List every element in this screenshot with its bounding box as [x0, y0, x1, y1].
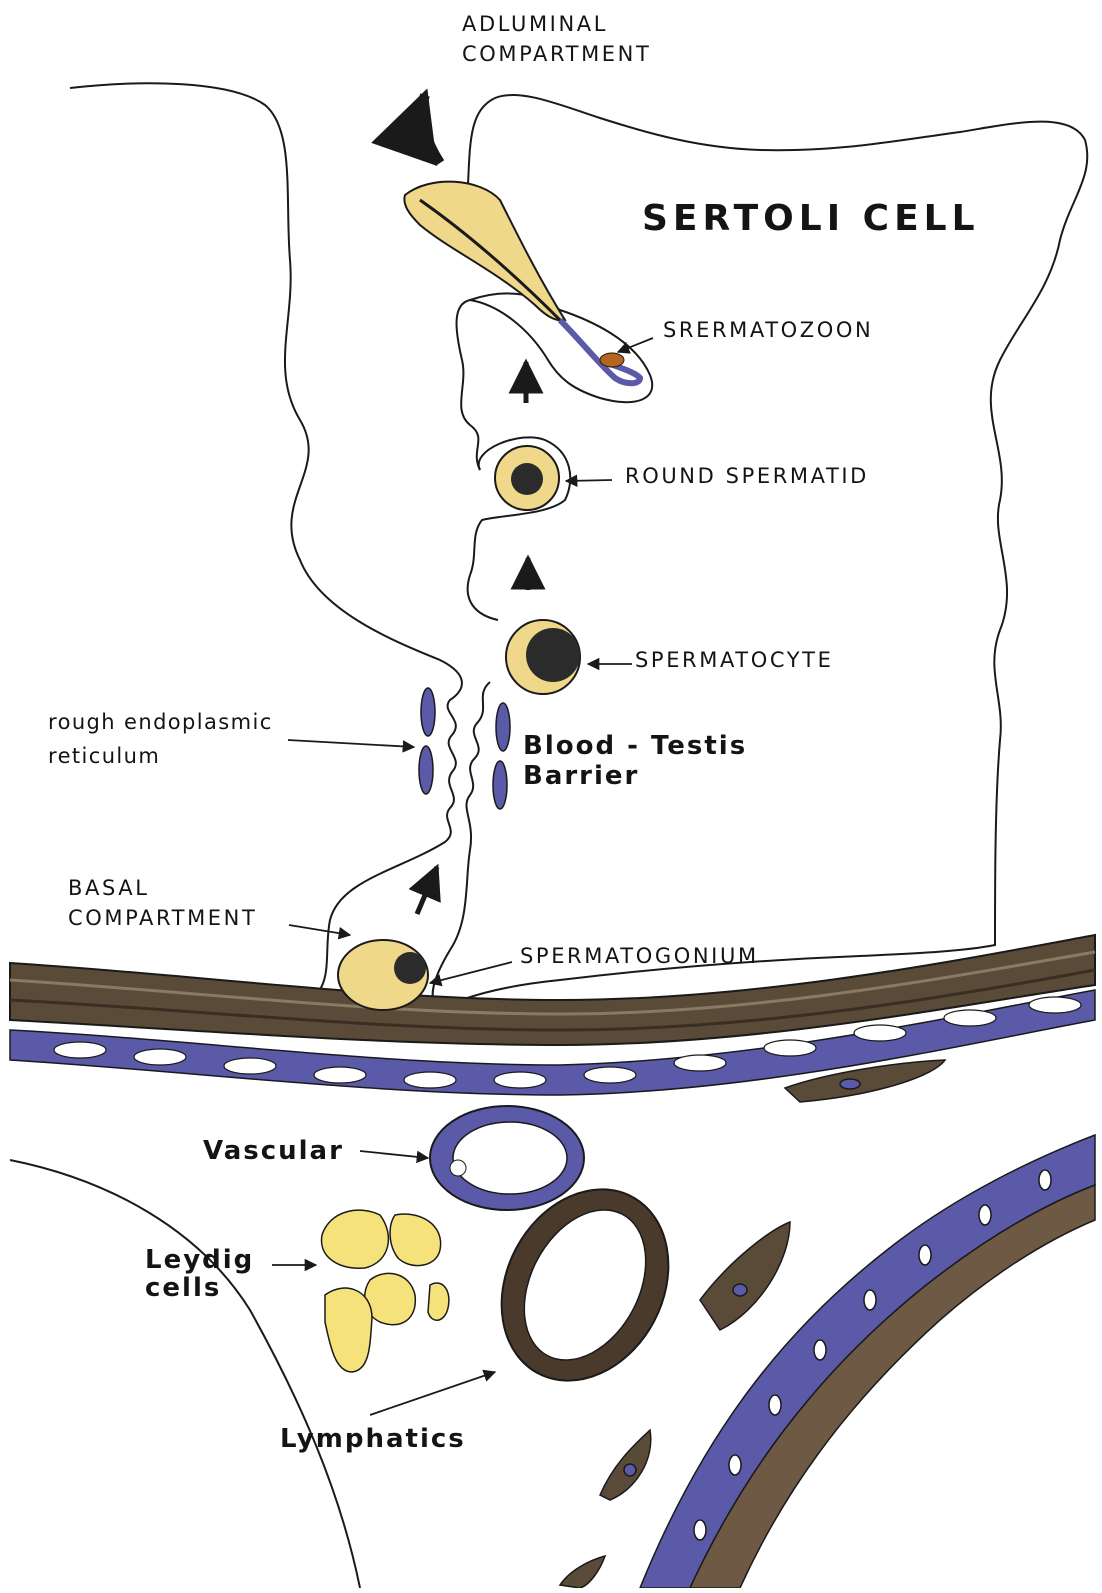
sertoli-cell-title: SERTOLI CELL — [642, 198, 980, 239]
neighbouring-tubule-outline — [10, 1160, 360, 1588]
basal-compartment-label-line2: COMPARTMENT — [68, 906, 257, 930]
basal-compartment-label-line1: BASAL — [68, 876, 150, 900]
spermatogonium-label: SPERMATOGONIUM — [520, 944, 759, 968]
rer-label-line1: rough endoplasmic — [48, 710, 273, 734]
arrow-basal-to-barrier — [417, 867, 437, 914]
leydig-cells-label-line2: cells — [145, 1274, 221, 1304]
blood-testis-barrier-label-line2: Barrier — [523, 762, 639, 792]
blood-testis-barrier-label-line1: Blood - Testis — [523, 732, 747, 762]
spermatocyte-label: SPERMATOCYTE — [635, 648, 833, 672]
adluminal-label-line2: COMPARTMENT — [462, 42, 651, 66]
vascular-label: Vascular — [203, 1137, 344, 1167]
rough-endoplasmic-reticulum — [419, 688, 510, 809]
leydig-cells-label-line1: Leydig — [145, 1246, 254, 1276]
spermatozoon-label: SRERMATOZOON — [663, 318, 873, 342]
lymphatics-label: Lymphatics — [280, 1425, 466, 1455]
round-spermatid-cell — [495, 446, 559, 510]
round-spermatid-label: ROUND SPERMATID — [625, 464, 869, 488]
adluminal-label-line1: ADLUMINAL — [462, 12, 608, 36]
release-arrow — [422, 95, 440, 163]
neighbouring-tubule-wall — [640, 1135, 1095, 1588]
rer-label-line2: reticulum — [48, 744, 160, 768]
spermatogonium-cell — [338, 940, 428, 1010]
spermatocyte-cell — [506, 620, 580, 694]
spermatozoon-cell — [404, 182, 640, 384]
leydig-cells — [322, 1210, 449, 1372]
blood-vessel — [430, 1106, 584, 1210]
